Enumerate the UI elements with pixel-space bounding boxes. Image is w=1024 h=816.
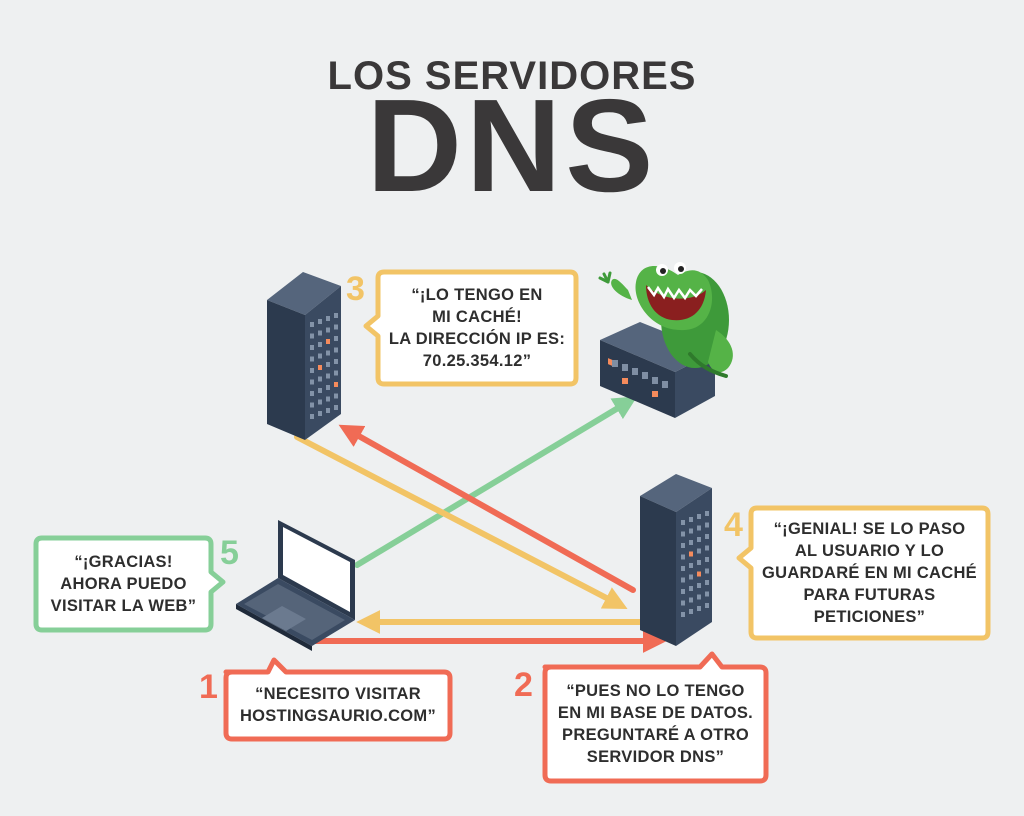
step-number-3: 3 [346, 270, 365, 308]
server-window [310, 391, 314, 396]
server-window [697, 537, 701, 542]
server-window [334, 405, 338, 410]
server-window [681, 531, 685, 537]
step-number-1: 1 [199, 668, 218, 706]
server-window [326, 350, 330, 356]
server-window [318, 365, 322, 370]
title-line-2: DNS [366, 72, 658, 219]
server-window [318, 399, 322, 405]
laptop-icon [236, 520, 355, 651]
server-window [689, 551, 693, 557]
bubble-2 [542, 651, 769, 784]
server-window [310, 402, 314, 408]
bubble-1 [223, 657, 453, 742]
server-window [705, 603, 709, 608]
bubble-3 [363, 269, 579, 387]
server-window [326, 362, 330, 367]
server-window [705, 591, 709, 597]
server-window [310, 414, 314, 419]
server-window [318, 353, 322, 359]
title-line-1: LOS SERVIDORES [327, 54, 697, 98]
server-window [310, 356, 314, 362]
server-window [681, 566, 685, 571]
server-window [318, 376, 322, 382]
server-window [326, 327, 330, 333]
server-window [326, 373, 330, 379]
server-window [697, 606, 701, 611]
server-window [326, 396, 330, 402]
server-window [681, 520, 685, 525]
server-window [689, 528, 693, 534]
server-window [334, 324, 338, 330]
server-window [697, 571, 701, 577]
arrow-green-laptop-to-root [354, 396, 638, 568]
server-window [310, 368, 314, 373]
server-window [334, 347, 338, 353]
server-window [681, 577, 685, 583]
server-window [681, 612, 685, 617]
server-window [689, 517, 693, 522]
step-1-text: “NECESITO VISITAR HOSTINGSAURIO.COM” [239, 685, 437, 725]
server-window [334, 370, 338, 376]
server-window [705, 557, 709, 562]
server-window [334, 313, 338, 318]
arrow-red-server4-to-server3 [338, 424, 636, 593]
arrows [294, 396, 667, 653]
step-3-text: “¡LO TENGO EN MI CACHÉ! LA DIRECCIÓN IP … [388, 286, 566, 370]
server-window [697, 525, 701, 531]
server-window [705, 545, 709, 551]
bubble-4 [736, 505, 991, 641]
server-window [697, 583, 701, 588]
server-window [310, 322, 314, 327]
server-window [334, 382, 338, 387]
server-window [705, 534, 709, 539]
step-5-text: “¡GRACIAS! AHORA PUEDO VISITAR LA WEB” [50, 553, 197, 615]
server-window [326, 385, 330, 390]
server-window [334, 359, 338, 364]
server-window [326, 316, 330, 321]
server-window [681, 543, 685, 548]
server-window [310, 333, 314, 339]
step-number-4: 4 [724, 506, 743, 544]
server-window [689, 540, 693, 545]
server-icon [267, 272, 341, 440]
server-window [689, 574, 693, 580]
server-window [689, 586, 693, 591]
dinosaur-mascot-icon [598, 262, 733, 378]
server-window [681, 600, 685, 606]
bubble-5 [33, 535, 226, 633]
server-window [681, 554, 685, 560]
arrow-yellow-server3-to-server4 [294, 434, 628, 609]
server-window [705, 580, 709, 585]
server-window [318, 319, 322, 324]
server-window [334, 336, 338, 341]
server-window [310, 379, 314, 385]
server-window [318, 342, 322, 347]
server-window [310, 345, 314, 350]
step-2-text: “PUES NO LO TENGO EN MI BASE DE DATOS. P… [557, 682, 754, 766]
step-4-text: “¡GENIAL! SE LO PASO AL USUARIO Y LO GUA… [761, 520, 977, 626]
server-window [318, 330, 322, 336]
server-window [318, 411, 322, 416]
server-window [697, 548, 701, 554]
server-window [681, 589, 685, 594]
server-window [689, 563, 693, 568]
server-window [697, 594, 701, 600]
step-number-2: 2 [514, 666, 533, 704]
server-window [697, 514, 701, 519]
server-window [689, 597, 693, 603]
server-icon [640, 474, 712, 646]
server-window [697, 560, 701, 565]
server-window [705, 522, 709, 528]
step-number-5: 5 [220, 534, 239, 572]
server-window [705, 568, 709, 574]
server-window [318, 388, 322, 393]
server-window [334, 393, 338, 399]
server-window [326, 408, 330, 413]
server-window [689, 609, 693, 614]
server-window [326, 339, 330, 344]
server-window [705, 511, 709, 516]
